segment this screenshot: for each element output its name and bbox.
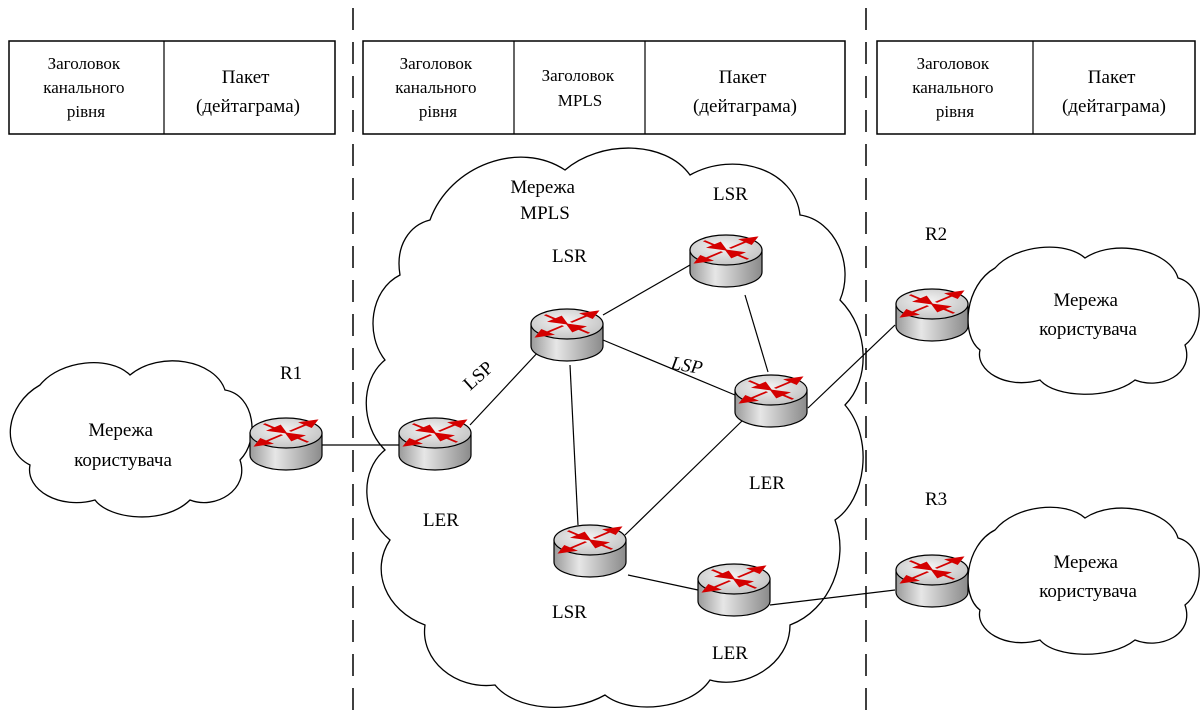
- header-middle-cell-3-line-1: Пакет: [719, 67, 767, 88]
- label-r3: R3: [925, 489, 947, 510]
- header-middle-cell-2-line-1: Заголовок: [542, 66, 615, 85]
- label-r1: R1: [280, 363, 302, 384]
- header-middle-cell-1-line-2: канального: [395, 78, 476, 97]
- link-ler-left-lsr-top-left: [469, 349, 541, 426]
- link-lsr-bottom-ler-bottom: [627, 574, 699, 591]
- user-network-right-bottom-line-1: Мережа: [1053, 552, 1118, 573]
- link-lsr-top-left-ler-right: [602, 339, 736, 396]
- label-ler-right: LER: [749, 473, 785, 494]
- router-ler-left: [397, 416, 473, 472]
- router-lsr-top-right: [688, 233, 764, 289]
- header-right-cell-2-line-2: (дейтаграма): [1062, 96, 1166, 117]
- user-network-cloud-right-top: [967, 246, 1200, 395]
- link-ler-bottom-r3: [769, 589, 896, 606]
- svg-text:Заголовок MPLS: Заголовок MPLS: [542, 66, 619, 110]
- header-right-cell-2-line-1: Пакет: [1088, 67, 1136, 88]
- user-network-right-bottom-line-2: користувача: [1039, 581, 1137, 602]
- header-left-cell-1-line-3: рівня: [67, 102, 105, 121]
- header-right-cell-1-line-3: рівня: [936, 102, 974, 121]
- svg-text:Пакет (дейтаграма): Пакет (дейтаграма): [196, 67, 300, 117]
- router-lsr-top-left: [529, 307, 605, 363]
- link-lsr-top-left-lsr-bottom: [569, 364, 579, 526]
- header-right-cell-1-line-2: канального: [912, 78, 993, 97]
- header-left-cell-1-line-1: Заголовок: [48, 54, 121, 73]
- router-ler-right: [733, 373, 809, 429]
- header-right-cell-1-line-1: Заголовок: [917, 54, 990, 73]
- header-left-cell-1-line-2: канального: [43, 78, 124, 97]
- user-network-right-top-line-1: Мережа: [1053, 290, 1118, 311]
- svg-text:Мережа користувача: Мережа користувача: [74, 420, 172, 471]
- router-lsr-bottom: [552, 523, 628, 579]
- user-network-left-line-2: користувача: [74, 450, 172, 471]
- label-lsr-top-right: LSR: [713, 184, 748, 205]
- header-middle-cell-1-line-1: Заголовок: [400, 54, 473, 73]
- header-middle-cell-2-line-2: MPLS: [558, 91, 602, 110]
- frame-format-middle: Заголовок канального рівня Заголовок MPL…: [362, 40, 846, 135]
- svg-text:Пакет (дейтаграма): Пакет (дейтаграма): [693, 67, 797, 117]
- svg-text:Мережа користувача: Мережа користувача: [1039, 552, 1137, 602]
- user-network-cloud-right-bottom: [967, 506, 1200, 655]
- user-network-right-top-line-2: користувача: [1039, 319, 1137, 340]
- header-middle-cell-1-line-3: рівня: [419, 102, 457, 121]
- label-r2: R2: [925, 224, 947, 245]
- router-r2: [894, 287, 970, 343]
- svg-text:Пакет (дейтаграма): Пакет (дейтаграма): [1062, 67, 1166, 117]
- label-lsr-top-left: LSR: [552, 246, 587, 267]
- router-r1: [248, 416, 324, 472]
- router-ler-bottom: [696, 562, 772, 618]
- network-links: [322, 264, 896, 606]
- svg-text:Мережа MPLS: Мережа MPLS: [510, 177, 579, 224]
- header-left-cell-2-line-1: Пакет: [222, 67, 270, 88]
- link-lsr-top-left-lsr-top-right: [602, 264, 691, 316]
- frame-format-left: Заголовок канального рівня Пакет (дейтаг…: [8, 40, 336, 135]
- svg-text:Заголовок канального: Заголовок канального рівня: [395, 54, 480, 121]
- user-network-cloud-left: [9, 360, 253, 518]
- frame-format-right: Заголовок канального рівня Пакет (дейтаг…: [876, 40, 1196, 135]
- header-middle-cell-3-line-2: (дейтаграма): [693, 96, 797, 117]
- mpls-cloud-label-line-2: MPLS: [520, 203, 570, 224]
- label-lsr-bottom: LSR: [552, 602, 587, 623]
- header-left-cell-2-line-2: (дейтаграма): [196, 96, 300, 117]
- label-ler-left: LER: [423, 510, 459, 531]
- svg-text:Мережа користувача: Мережа користувача: [1039, 290, 1137, 340]
- link-lsr-top-right-ler-right: [744, 294, 769, 373]
- svg-text:Заголовок канального: Заголовок канального рівня: [912, 54, 997, 121]
- mpls-cloud-label-line-1: Мережа: [510, 177, 575, 198]
- link-ler-right-lsr-bottom: [624, 419, 744, 536]
- user-network-left-line-1: Мережа: [88, 420, 153, 441]
- link-ler-right-r2: [807, 324, 896, 409]
- label-ler-bottom: LER: [712, 643, 748, 664]
- svg-text:Заголовок канального: Заголовок канального рівня: [43, 54, 128, 121]
- router-r3: [894, 553, 970, 609]
